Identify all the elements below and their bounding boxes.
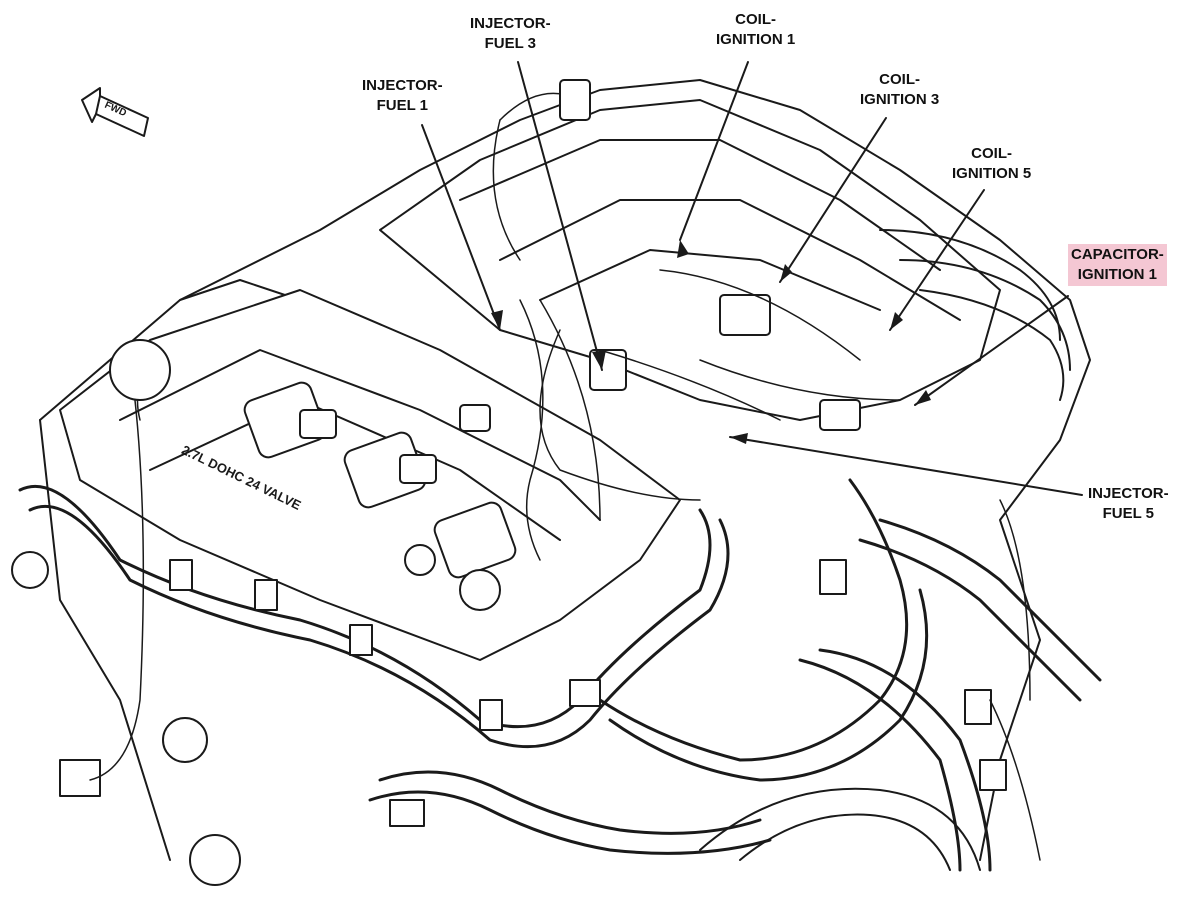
label-coil-ignition-3: COIL- IGNITION 3 [860,71,940,108]
engine-block-outline [39,79,1091,861]
fwd-arrow-icon [81,87,149,137]
label-coil-ignition-5: COIL- IGNITION 5 [952,145,1032,182]
label-injector-fuel-5: INJECTOR- FUEL 5 [1088,485,1169,522]
label-capacitor-ignition-1: CAPACITOR- IGNITION 1 [1068,244,1167,286]
label-injector-fuel-3: INJECTOR- FUEL 3 [470,15,551,52]
label-coil-ignition-1: COIL- IGNITION 1 [716,11,796,48]
label-injector-fuel-1: INJECTOR- FUEL 1 [362,77,443,114]
